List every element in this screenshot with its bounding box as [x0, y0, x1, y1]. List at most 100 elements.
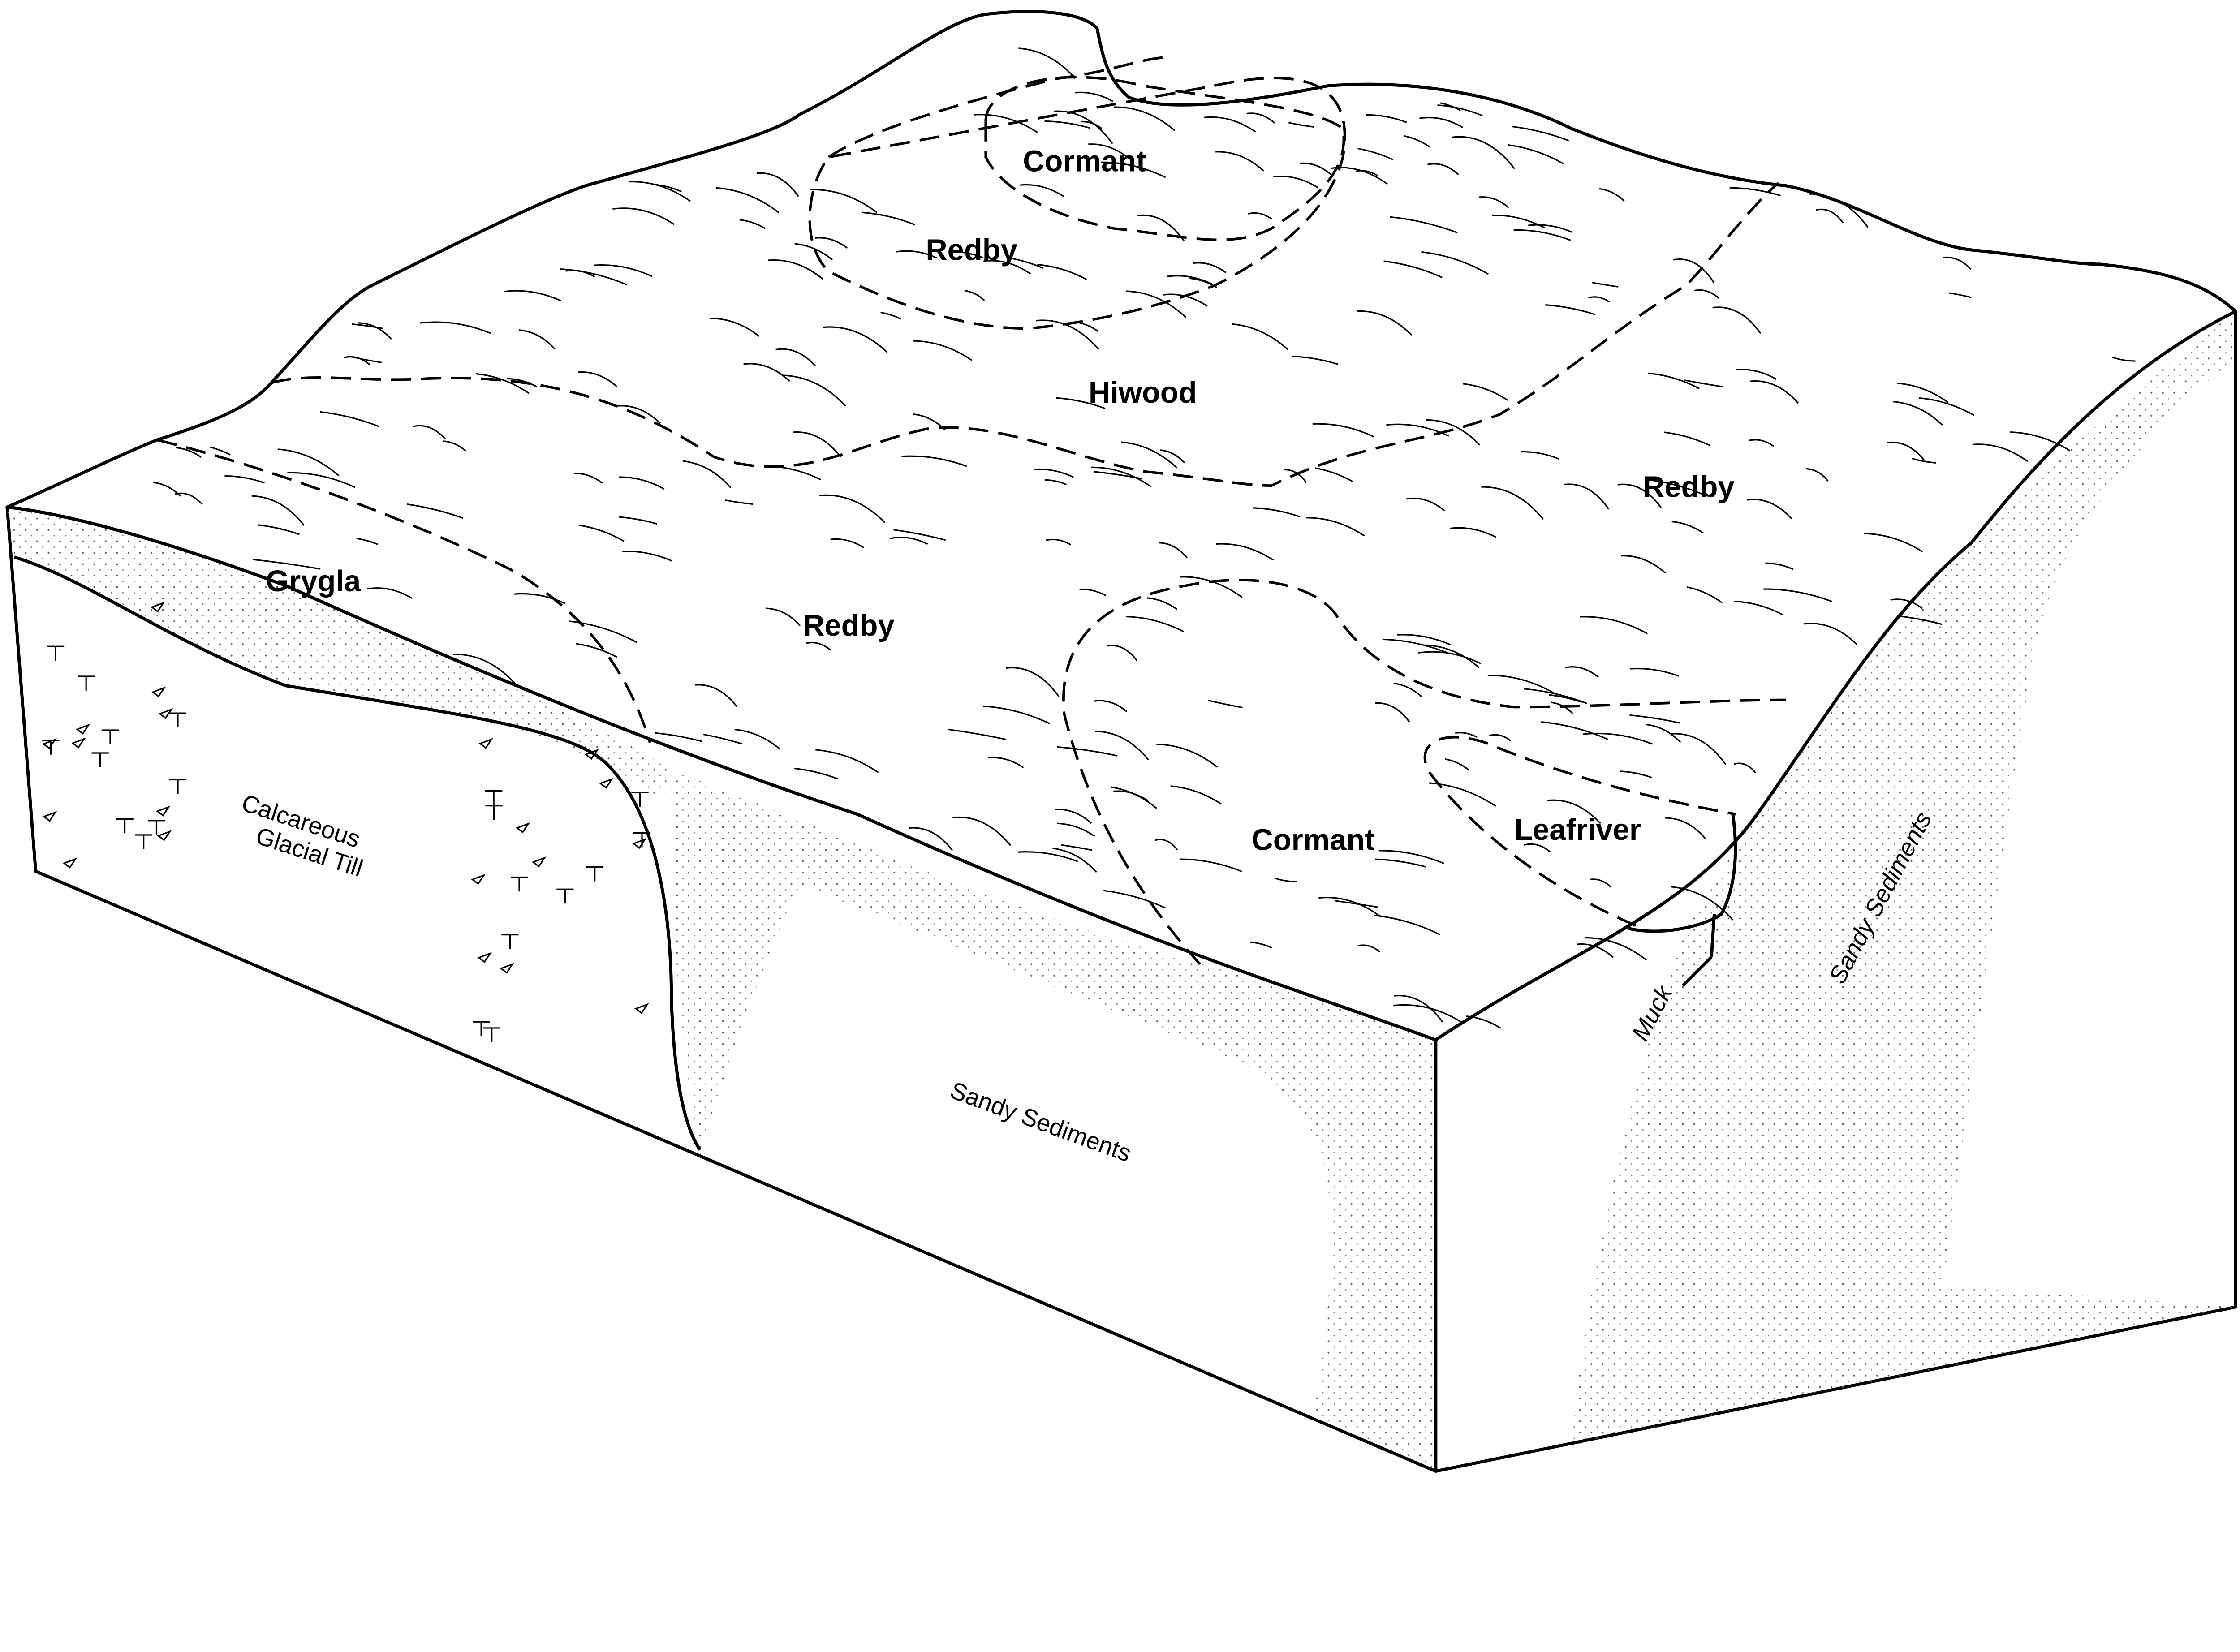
hachure-line	[1057, 746, 1118, 757]
hachure-line	[1546, 799, 1601, 824]
hachure-line	[1763, 588, 1832, 602]
hachure-line	[1232, 323, 1289, 350]
hachure-line	[1079, 588, 1107, 596]
hachure-line	[1671, 886, 1734, 921]
hachure-line	[356, 538, 378, 545]
hachure-line	[616, 405, 661, 424]
hachure-line	[1179, 858, 1242, 873]
boundary-redby-top	[808, 56, 1346, 330]
hachure-line	[1091, 466, 1152, 488]
hachure-line	[1684, 379, 1723, 388]
hachure-line	[619, 516, 657, 525]
hachure-line	[594, 264, 652, 277]
hachure-line	[1357, 944, 1381, 953]
till-pebble-symbol	[584, 749, 599, 760]
hachure-line	[794, 243, 833, 261]
till-t-symbol	[47, 645, 65, 661]
hachure-line	[622, 551, 672, 562]
hachure-line	[1487, 675, 1555, 694]
till-t-symbol	[483, 1027, 500, 1042]
hachure-line	[1375, 858, 1426, 868]
hachure-line	[767, 259, 823, 280]
top-surface	[5, 10, 2237, 1041]
hachure-line	[1765, 562, 1794, 570]
hachure-line	[1897, 383, 1949, 403]
till-pebble-symbol	[632, 838, 647, 849]
till-pebble-symbol	[155, 805, 171, 817]
hachure-line	[2010, 431, 2071, 452]
hachure-line	[1054, 110, 1113, 144]
hachure-line	[1061, 844, 1092, 851]
hachure-line	[1284, 469, 1307, 483]
hachure-line	[1253, 507, 1301, 518]
hachure-line	[507, 378, 538, 388]
hachure-line	[1580, 616, 1648, 635]
hachure-line	[1541, 721, 1608, 740]
hachure-line	[1356, 170, 1379, 177]
hachure-line	[830, 538, 865, 549]
hachure-line	[1693, 289, 1719, 299]
till-t-symbol	[148, 820, 165, 835]
hachure-line	[682, 460, 732, 488]
hachure-line	[1729, 187, 1781, 197]
hachure-line	[349, 356, 382, 363]
hachure-line	[1548, 694, 1582, 703]
hachure-line	[1665, 817, 1706, 839]
hachure-line	[1374, 914, 1441, 936]
hachure-line	[209, 446, 231, 456]
hachure-line	[1712, 306, 1762, 334]
hachure-line	[1646, 723, 1681, 743]
till-t-symbol	[169, 712, 187, 727]
till-t-symbol	[631, 792, 649, 807]
hachure-line	[1300, 162, 1333, 176]
hachure-line	[1621, 555, 1666, 574]
hachure-line	[775, 348, 816, 367]
hachure-line	[1466, 1015, 1501, 1029]
till-pebble-symbol	[151, 686, 166, 697]
hachure-line	[716, 187, 780, 214]
till-t-symbol	[510, 876, 528, 892]
hachure-line	[757, 172, 799, 197]
hachure-line	[253, 559, 321, 570]
hachure-line	[1440, 102, 1461, 112]
hachure-line	[560, 268, 628, 286]
sand-stipple-front	[671, 771, 1436, 1471]
hachure-line	[1357, 310, 1413, 336]
hachure-line	[1806, 468, 1829, 482]
hachure-line	[1193, 262, 1227, 273]
hachure-line	[1020, 184, 1065, 198]
hachure-line	[896, 250, 937, 259]
till-pebble-symbol	[42, 738, 57, 749]
label-redby-right: Redby	[1643, 470, 1735, 504]
hachure-line	[1250, 941, 1272, 949]
till-t-symbol	[101, 729, 119, 744]
hachure-line	[1972, 443, 2028, 462]
hachure-line	[1216, 543, 1274, 561]
hachure-line	[1075, 321, 1099, 332]
hachure-line	[1749, 380, 1799, 404]
hachure-line	[1366, 114, 1407, 123]
till-pebble-symbol	[471, 873, 486, 885]
hachure-line	[1747, 499, 1792, 519]
hachure-line	[1492, 214, 1545, 228]
till-t-symbol	[42, 740, 60, 755]
hachure-line	[1489, 734, 1511, 742]
hachure-line	[1406, 497, 1445, 512]
hachure-line	[1528, 224, 1573, 233]
hachure-line	[1246, 112, 1275, 124]
till-pebble-symbol	[599, 778, 614, 789]
hachure-line	[880, 311, 901, 320]
hachure-line	[779, 466, 821, 481]
till-pebble-symbol	[75, 723, 90, 735]
hachure-line	[367, 587, 413, 599]
hachure-line	[569, 620, 638, 643]
soil-block-diagram: Cormant Redby Hiwood Redby Grygla Redby …	[5, 10, 2237, 1473]
hachure-line	[1551, 701, 1573, 714]
hachure-line	[1005, 667, 1060, 697]
hachure-line	[1481, 486, 1544, 520]
till-pebble-symbol	[500, 963, 514, 974]
till-pebble-symbol	[158, 708, 173, 719]
hachure-line	[893, 529, 946, 541]
hachure-line	[1093, 471, 1142, 480]
hachure-line	[702, 733, 742, 745]
